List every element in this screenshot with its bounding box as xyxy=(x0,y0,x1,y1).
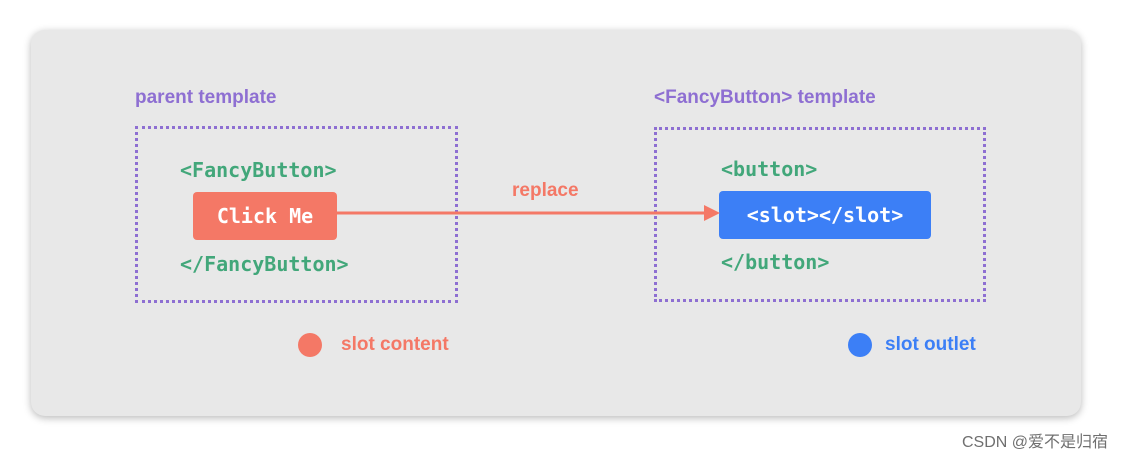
parent-close-tag: </FancyButton> xyxy=(180,252,349,276)
child-template-label: <FancyButton> template xyxy=(654,87,876,108)
slot-content-pill: Click Me xyxy=(193,192,337,240)
child-template-box xyxy=(654,127,986,302)
watermark: CSDN @爱不是归宿 xyxy=(961,434,1108,451)
parent-open-tag: <FancyButton> xyxy=(180,158,337,182)
slot-outlet-legend-label: slot outlet xyxy=(885,334,976,355)
parent-template-box xyxy=(135,126,458,303)
replace-label: replace xyxy=(512,180,579,201)
child-close-tag: </button> xyxy=(721,250,830,274)
parent-template-label: parent template xyxy=(135,87,277,108)
child-open-tag: <button> xyxy=(721,157,818,181)
slot-content-legend-dot xyxy=(298,333,322,357)
slot-outlet-legend-dot xyxy=(848,333,872,357)
slot-content-legend-label: slot content xyxy=(341,334,449,355)
slot-outlet-pill: <slot></slot> xyxy=(719,191,931,239)
